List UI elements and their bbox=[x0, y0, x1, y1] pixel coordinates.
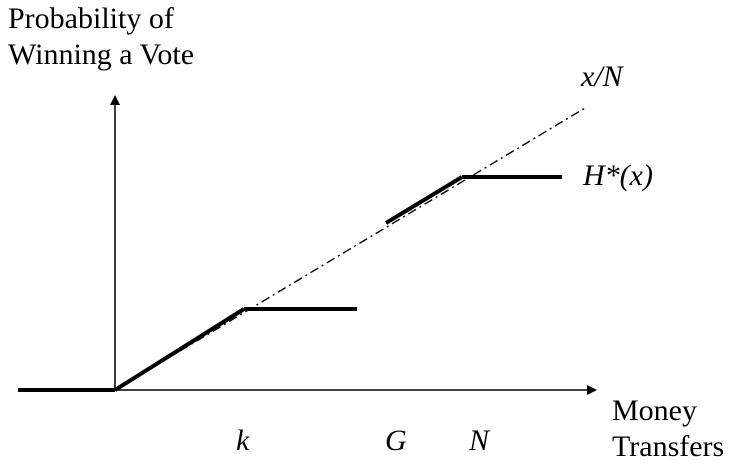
curve-label: H*(x) bbox=[583, 159, 653, 192]
reference-line-label: x/N bbox=[581, 60, 623, 93]
x-tick-label-g: G bbox=[385, 424, 407, 457]
x-axis-label-line-2: Transfers bbox=[612, 430, 725, 463]
x-tick-label-k: k bbox=[236, 424, 250, 457]
y-axis-label-line-2: Winning a Vote bbox=[8, 38, 195, 71]
h-star-segment-rise-g-to-n bbox=[384, 175, 464, 225]
x-tick-label-n: N bbox=[469, 424, 490, 457]
x-axis-label-line-1: Money bbox=[612, 394, 697, 427]
h-star-curve bbox=[18, 175, 562, 392]
y-axis-label-line-1: Probability of bbox=[8, 2, 174, 35]
h-star-segment-rise-to-k bbox=[113, 307, 246, 392]
reference-line-x-over-n bbox=[114, 107, 586, 391]
